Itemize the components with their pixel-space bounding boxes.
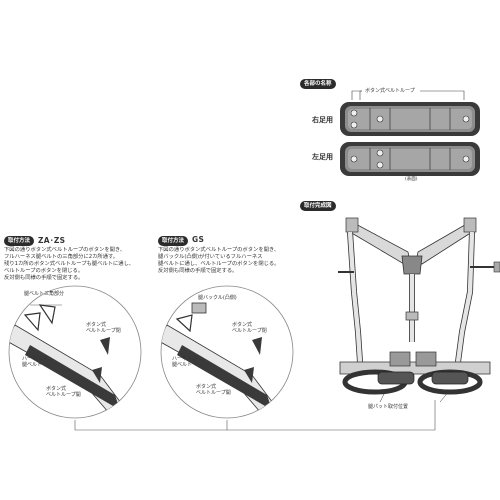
harness-illustration [338,217,500,403]
method-a-model: ZA･ZS [38,236,66,245]
right-thigh-pad [340,102,480,136]
method-a-line: ベルトループのボタンを閉じる。 [4,268,84,274]
method-b-illustration [160,285,294,419]
method-a-instructions: 下図の通りボタン式ベルトループのボタンを開き、 フルハーネス腿ベルトの三角部分に… [4,247,154,282]
left-thigh-pad [340,142,480,176]
method-a-harness-belt-label: ハーネスの 腿ベルト [22,356,48,368]
right-leg-label: 右足用 [312,116,333,124]
method-a-line: 反対側も同様の手順で固定する。 [4,275,84,281]
method-a-triangle-label: 腿ベルト三角部分 [24,291,65,297]
method-a-loop-closed-label: ボタン式 ベルトループ閉 [86,322,121,334]
method-b-line: 腿ベルトに通し、ベルトループのボタンを閉じる。 [158,261,280,267]
method-b-instructions: 下図の通りボタン式ベルトループのボタンを開き、 腿バックル(凸側)が付いているフ… [158,247,308,275]
method-a-loop-open-label: ボタン式 ベルトループ開 [46,386,81,398]
method-b-model: GS [192,235,205,244]
method-b-loop-closed-label: ボタン式 ベルトループ閉 [232,322,267,334]
method-b-line: 反対側も同様の手順で固定する。 [158,268,238,274]
method-b-harness-belt-label: ハーネスの 腿ベルト [172,356,198,368]
surface-note: (表面) [405,177,418,182]
thigh-pad-position-callout: 腿パット取付位置 [368,404,409,410]
method-a-illustration [8,285,142,419]
method-a-line: フルハーネス腿ベルトの三角部分に2カ所通す。 [4,254,119,260]
method-b-line: 下図の通りボタン式ベルトループのボタンを開き、 [158,247,280,253]
method-b-line: 腿バックル(凸側)が付いているフルハーネス [158,254,263,260]
method-a-line: 残り1カ所のボタン式ベルトループも腿ベルトに通し、 [4,261,135,267]
method-b-pill: 取付方法 [158,236,189,246]
method-b-buckle-label: 腿バックル(凸側) [198,295,237,301]
method-a-pill: 取付方法 [4,236,35,246]
method-a-line: 下図の通りボタン式ベルトループのボタンを開き、 [4,247,126,253]
left-leg-label: 左足用 [312,153,333,161]
parts-title-pill: 各部の名称 [300,79,336,89]
install-diagram-pill: 取付完成図 [300,201,336,211]
button-loop-callout: ボタン式ベルトループ [365,88,415,94]
method-b-loop-open-label: ボタン式 ベルトループ開 [196,384,231,396]
